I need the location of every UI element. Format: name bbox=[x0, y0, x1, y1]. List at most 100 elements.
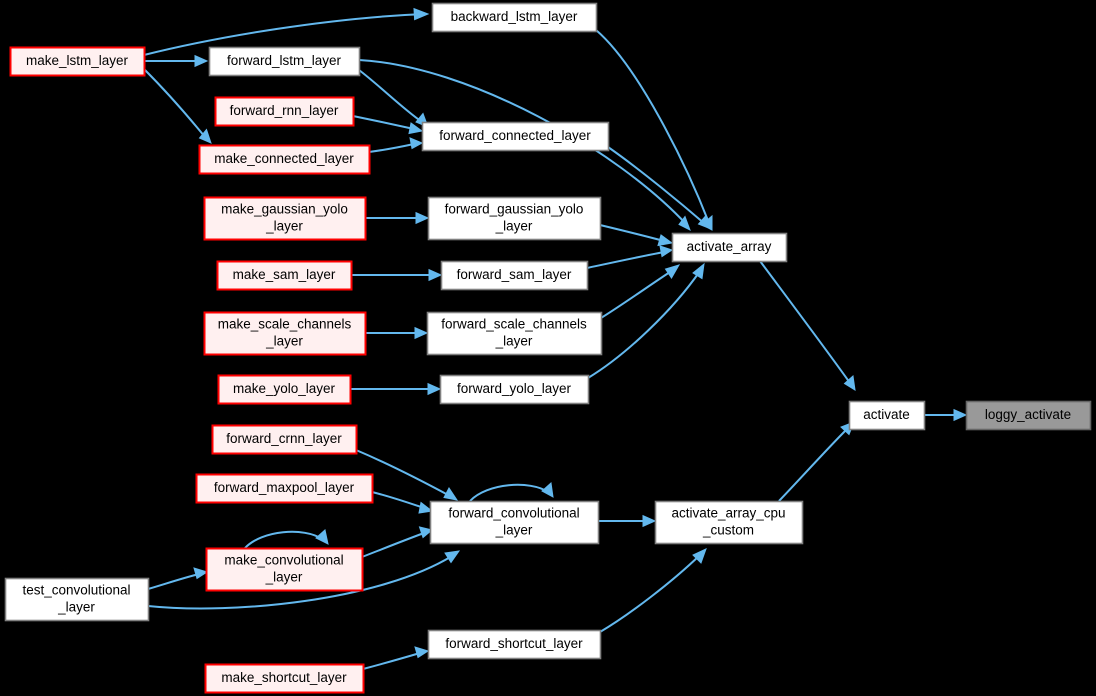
node-box[interactable] bbox=[427, 629, 602, 660]
node-box[interactable] bbox=[216, 260, 353, 291]
edge-activate_array-to-activate bbox=[759, 260, 856, 391]
edge-make_yolo_layer-to-forward_yolo_layer bbox=[350, 382, 442, 396]
node-forward_yolo_layer[interactable]: forward_yolo_layer bbox=[439, 374, 590, 405]
node-box[interactable] bbox=[427, 196, 602, 241]
node-label: forward_lstm_layer bbox=[227, 53, 342, 68]
node-box[interactable] bbox=[211, 424, 358, 455]
node-loggy_activate[interactable]: loggy_activate bbox=[965, 400, 1092, 431]
edge-make_shortcut_layer-to-forward_shortcut_layer bbox=[362, 646, 430, 670]
node-label: test_convolutional_layer bbox=[22, 582, 130, 614]
node-label: activate_array bbox=[687, 239, 772, 254]
node-make_gaussian_yolo_layer[interactable]: make_gaussian_yolo_layer bbox=[203, 196, 367, 241]
edge-forward_sam_layer-to-activate_array bbox=[586, 245, 674, 269]
node-box[interactable] bbox=[203, 196, 367, 241]
node-box[interactable] bbox=[204, 663, 365, 694]
edge-activate_array_cpu_custom-to-activate bbox=[778, 421, 855, 502]
node-activate_array_cpu_custom[interactable]: activate_array_cpu_custom bbox=[654, 500, 804, 545]
node-label: forward_gaussian_yolo_layer bbox=[445, 201, 584, 233]
node-make_yolo_layer[interactable]: make_yolo_layer bbox=[217, 374, 352, 405]
node-label: forward_scale_channels_layer bbox=[441, 316, 587, 348]
node-forward_rnn_layer[interactable]: forward_rnn_layer bbox=[214, 96, 355, 127]
node-label: forward_shortcut_layer bbox=[445, 636, 583, 651]
node-label: make_scale_channels_layer bbox=[218, 316, 352, 348]
node-label: forward_sam_layer bbox=[457, 267, 572, 282]
node-box[interactable] bbox=[671, 232, 788, 263]
node-make_shortcut_layer[interactable]: make_shortcut_layer bbox=[204, 663, 365, 694]
node-box[interactable] bbox=[208, 46, 361, 77]
node-make_scale_channels_layer[interactable]: make_scale_channels_layer bbox=[203, 311, 367, 356]
node-label: activate_array_cpu_custom bbox=[671, 505, 785, 537]
node-label: forward_connected_layer bbox=[439, 128, 591, 143]
edge-make_sam_layer-to-forward_sam_layer bbox=[351, 268, 443, 282]
edge-make_connected_layer-to-forward_connected_layer bbox=[368, 137, 424, 153]
edge-backward_lstm_layer-to-activate_array bbox=[595, 29, 713, 231]
edge-forward_lstm_layer-to-activate_array bbox=[358, 59, 691, 232]
node-box[interactable] bbox=[198, 144, 371, 175]
edge-forward_shortcut_layer-to-activate_array_cpu_custom bbox=[599, 548, 707, 633]
edge-make_lstm_layer-to-make_connected_layer bbox=[143, 68, 212, 144]
node-box[interactable] bbox=[848, 400, 926, 431]
node-label: make_sam_layer bbox=[233, 267, 336, 282]
edge-make_gaussian_yolo_layer-to-forward_gaussian_yolo_layer bbox=[365, 211, 430, 225]
node-forward_lstm_layer[interactable]: forward_lstm_layer bbox=[208, 46, 361, 77]
node-label: forward_convolutional_layer bbox=[448, 505, 579, 537]
node-make_connected_layer[interactable]: make_connected_layer bbox=[198, 144, 371, 175]
node-forward_maxpool_layer[interactable]: forward_maxpool_layer bbox=[195, 473, 374, 504]
node-box[interactable] bbox=[429, 500, 600, 545]
node-label: backward_lstm_layer bbox=[451, 9, 578, 24]
edge-make_scale_channels_layer-to-forward_scale_channels_layer bbox=[365, 326, 429, 340]
node-box[interactable] bbox=[440, 260, 589, 291]
node-forward_scale_channels_layer[interactable]: forward_scale_channels_layer bbox=[426, 311, 603, 356]
node-label: make_shortcut_layer bbox=[221, 670, 347, 685]
edge-activate-to-loggy_activate bbox=[924, 408, 968, 422]
node-label: make_yolo_layer bbox=[233, 381, 336, 396]
node-forward_connected_layer[interactable]: forward_connected_layer bbox=[421, 121, 610, 152]
edge-forward_scale_channels_layer-to-activate_array bbox=[600, 264, 681, 319]
node-label: make_gaussian_yolo_layer bbox=[221, 201, 348, 233]
node-box[interactable] bbox=[421, 121, 610, 152]
node-forward_sam_layer[interactable]: forward_sam_layer bbox=[440, 260, 589, 291]
node-make_convolutional_layer[interactable]: make_convolutional_layer bbox=[205, 547, 364, 592]
node-label: make_connected_layer bbox=[214, 151, 354, 166]
node-test_convolutional_layer[interactable]: test_convolutional_layer bbox=[4, 577, 150, 622]
edge-test_convolutional_layer-to-make_convolutional_layer bbox=[147, 567, 209, 590]
edges-layer bbox=[143, 7, 968, 670]
edge-make_lstm_layer-to-backward_lstm_layer bbox=[143, 7, 430, 56]
node-label: loggy_activate bbox=[985, 407, 1071, 422]
node-box[interactable] bbox=[439, 374, 590, 405]
edge-test_convolutional_layer-to-forward_convolutional_layer bbox=[147, 550, 461, 610]
edge-forward_rnn_layer-to-forward_connected_layer bbox=[352, 115, 424, 135]
edge-forward_crnn_layer-to-forward_convolutional_layer bbox=[355, 449, 459, 501]
node-box[interactable] bbox=[195, 473, 374, 504]
node-box[interactable] bbox=[217, 374, 352, 405]
node-label: make_convolutional_layer bbox=[224, 552, 343, 584]
node-box[interactable] bbox=[654, 500, 804, 545]
node-activate_array[interactable]: activate_array bbox=[671, 232, 788, 263]
node-label: forward_yolo_layer bbox=[457, 381, 572, 396]
edge-forward_maxpool_layer-to-forward_convolutional_layer bbox=[371, 491, 434, 514]
node-backward_lstm_layer[interactable]: backward_lstm_layer bbox=[431, 2, 598, 33]
node-activate[interactable]: activate bbox=[848, 400, 926, 431]
node-box[interactable] bbox=[214, 96, 355, 127]
edge-forward_connected_layer-to-activate_array bbox=[607, 146, 712, 230]
node-forward_convolutional_layer[interactable]: forward_convolutional_layer bbox=[429, 500, 600, 545]
edge-forward_gaussian_yolo_layer-to-activate_array bbox=[599, 224, 674, 247]
node-forward_gaussian_yolo_layer[interactable]: forward_gaussian_yolo_layer bbox=[427, 196, 602, 241]
node-box[interactable] bbox=[205, 547, 364, 592]
node-make_sam_layer[interactable]: make_sam_layer bbox=[216, 260, 353, 291]
node-label: forward_maxpool_layer bbox=[214, 480, 355, 495]
node-box[interactable] bbox=[426, 311, 603, 356]
node-forward_shortcut_layer[interactable]: forward_shortcut_layer bbox=[427, 629, 602, 660]
edge-make_convolutional_layer-to-forward_convolutional_layer bbox=[361, 526, 434, 558]
node-make_lstm_layer[interactable]: make_lstm_layer bbox=[9, 46, 146, 77]
node-box[interactable] bbox=[4, 577, 150, 622]
node-box[interactable] bbox=[203, 311, 367, 356]
edge-make_convolutional_layer-to-make_convolutional_layer bbox=[244, 529, 329, 549]
node-box[interactable] bbox=[431, 2, 598, 33]
node-forward_crnn_layer[interactable]: forward_crnn_layer bbox=[211, 424, 358, 455]
node-box[interactable] bbox=[965, 400, 1092, 431]
node-box[interactable] bbox=[9, 46, 146, 77]
edge-forward_yolo_layer-to-activate_array bbox=[587, 262, 705, 379]
